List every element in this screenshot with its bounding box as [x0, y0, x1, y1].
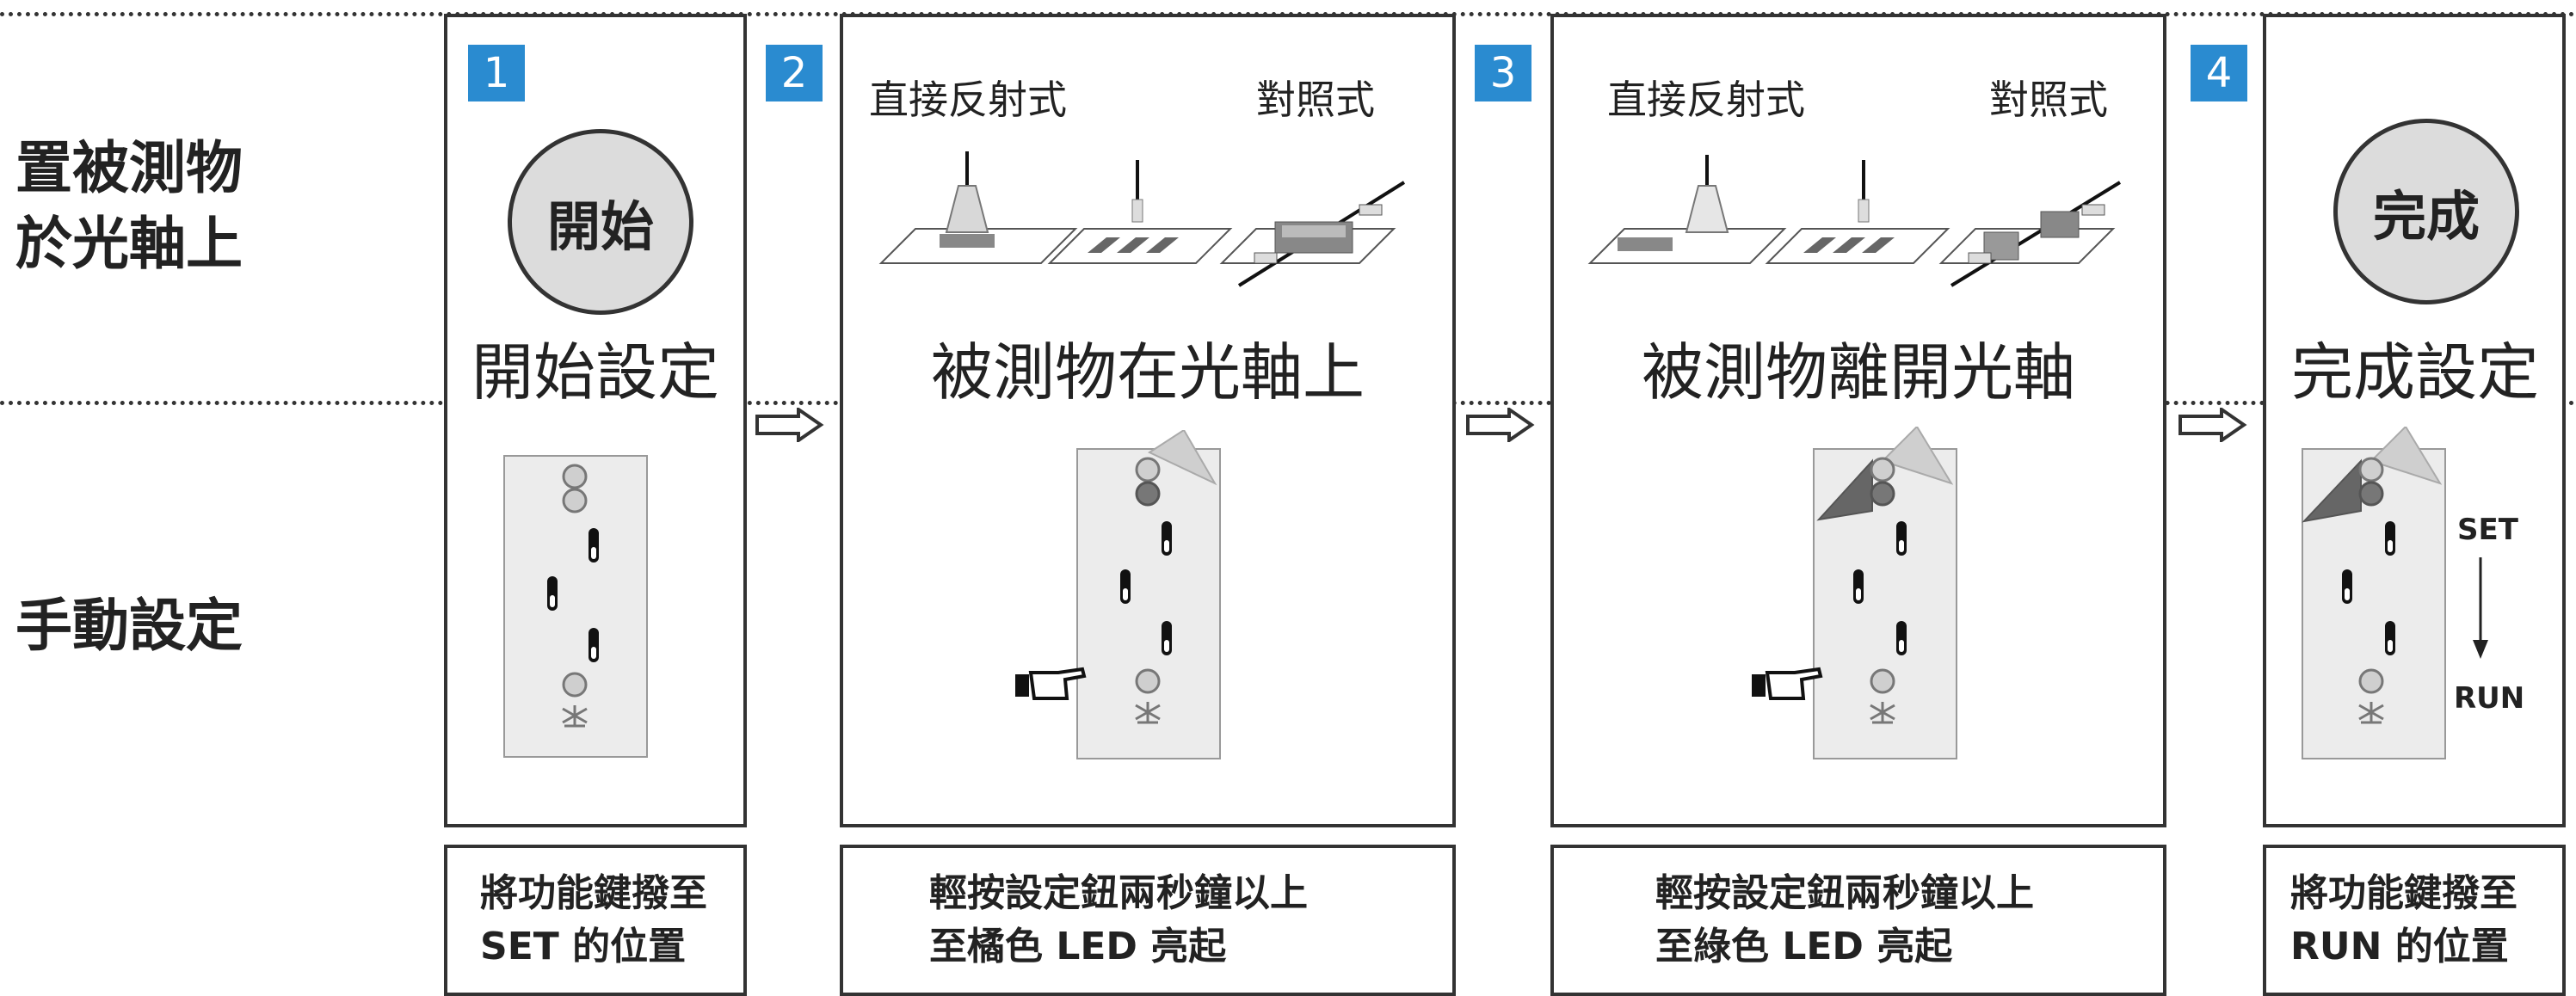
sensor-device-step-4 — [2302, 427, 2446, 759]
step-1-caption-line-2: SET 的位置 — [480, 925, 687, 968]
switch-run-label: RUN — [2454, 681, 2525, 716]
pointing-hand-icon — [1752, 667, 1823, 700]
step-3-caption-line-1: 輕按設定鈕兩秒鐘以上 — [1655, 871, 2034, 915]
arrow-right-icon — [2179, 408, 2247, 442]
step-4-caption-line-1: 將功能鍵撥至 — [2290, 871, 2517, 915]
step-1-caption: 將功能鍵撥至 SET 的位置 — [444, 845, 747, 996]
step-1-caption-line-1: 將功能鍵撥至 — [480, 871, 707, 915]
step-2-caption: 輕按設定鈕兩秒鐘以上 至橘色 LED 亮起 — [840, 845, 1456, 996]
sensor-device-step-3 — [1752, 427, 1957, 759]
step-3-left-label: 直接反射式 — [1607, 77, 1805, 123]
start-button-icon: 開始 — [508, 129, 693, 315]
step-2-badge: 2 — [766, 45, 823, 101]
sensor-device-step-1 — [503, 455, 648, 758]
row-label-top-1: 置被測物 — [15, 135, 243, 201]
step-1-title: 開始設定 — [471, 336, 719, 409]
step-3-badge: 3 — [1475, 45, 1531, 101]
complete-button-icon: 完成 — [2333, 119, 2519, 304]
step-2-caption-line-1: 輕按設定鈕兩秒鐘以上 — [929, 871, 1308, 915]
step-2-caption-line-2: 至橘色 LED 亮起 — [929, 925, 1227, 968]
arrow-right-icon — [755, 408, 824, 442]
row-label-top-2: 於光軸上 — [15, 211, 243, 277]
step-2-right-label: 對照式 — [1256, 77, 1375, 123]
arrow-right-icon — [1466, 408, 1535, 442]
step-3-right-label: 對照式 — [1989, 77, 2108, 123]
sensor-device-step-2 — [1015, 430, 1221, 759]
step-2-left-label: 直接反射式 — [869, 77, 1067, 123]
step-1-badge: 1 — [468, 45, 525, 101]
row-label-bottom: 手動設定 — [15, 593, 243, 659]
step-4-title: 完成設定 — [2290, 336, 2539, 409]
reflective-sensor-illustration — [878, 151, 1406, 287]
step-3-caption-line-2: 至綠色 LED 亮起 — [1655, 925, 1953, 968]
step-2-title: 被測物在光軸上 — [930, 336, 1365, 409]
step-4-caption-line-2: RUN 的位置 — [2290, 925, 2509, 968]
switch-set-label: SET — [2457, 513, 2518, 547]
step-3-title: 被測物離開光軸 — [1641, 336, 2075, 409]
step-4-caption: 將功能鍵撥至 RUN 的位置 — [2263, 845, 2566, 996]
step-3-caption: 輕按設定鈕兩秒鐘以上 至綠色 LED 亮起 — [1550, 845, 2166, 996]
arrow-down-icon — [2473, 557, 2488, 659]
step-4-badge: 4 — [2191, 45, 2247, 101]
object-removed-illustration — [1587, 155, 2122, 287]
pointing-hand-icon — [1015, 667, 1087, 700]
